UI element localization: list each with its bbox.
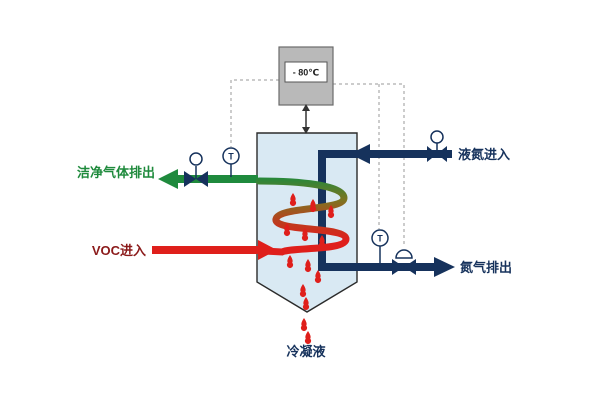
label-n2-out: 氮气排出	[460, 260, 512, 275]
ln2-valve-actuator-icon	[430, 130, 444, 144]
clean-gas-valve-actuator-icon	[189, 152, 203, 166]
n2-outlet-arrowhead	[434, 257, 455, 277]
label-clean-gas-out: 洁净气体排出	[77, 165, 155, 180]
controller-vessel-link-arrow	[302, 104, 310, 134]
label-ln2-in: 液氮进入	[458, 147, 510, 162]
temp-sensor-left: T	[222, 147, 240, 177]
temp-sensor-right-letter: T	[377, 234, 383, 244]
controller-setpoint-label: - 80℃	[293, 68, 320, 78]
ln2-inlet-valve	[427, 130, 447, 162]
voc-inlet-line	[152, 240, 277, 260]
n2-outlet-valve	[392, 249, 416, 275]
clean-gas-line: T	[158, 147, 258, 189]
clean-gas-valve	[184, 152, 208, 187]
ln2-inlet-arrowhead	[350, 144, 370, 164]
heat-exchange-coil	[255, 177, 350, 256]
clean-gas-arrowhead	[158, 169, 178, 189]
condenser-vessel	[256, 132, 358, 313]
temp-sensor-right: T	[371, 229, 389, 263]
temperature-controller: - 80℃	[278, 46, 334, 134]
label-condensate: 冷凝液	[286, 344, 325, 359]
temp-sensor-left-letter: T	[228, 152, 234, 162]
label-voc-in: VOC进入	[92, 243, 146, 258]
n2-valve-dome-actuator-icon	[395, 249, 413, 259]
